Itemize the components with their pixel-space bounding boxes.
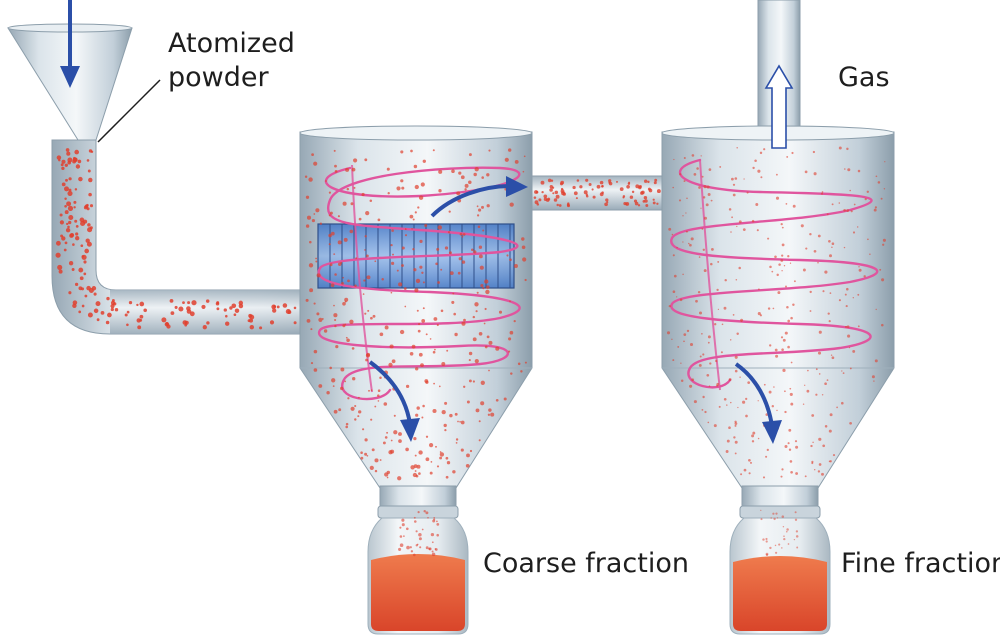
fine-classifier-outlet-neck [741, 485, 819, 507]
atomized-powder-leader-line [97, 79, 161, 143]
transfer-arrow [430, 176, 528, 218]
inlet-particles [55, 148, 297, 330]
coarse-bottle-falling-particles [398, 509, 440, 557]
fine-classifier-body [661, 125, 895, 489]
connecting-pipe-particles [533, 178, 661, 208]
feed-arrow [60, 0, 80, 88]
coarse-classifier-particles [304, 148, 527, 481]
fine-classifier-particles [666, 146, 886, 479]
fine-swirl-path [670, 158, 879, 391]
fine-fraction-label: Fine fraction [841, 548, 1000, 579]
atomized-powder-label-line2: powder [168, 62, 269, 93]
coarse-classifier-body [299, 125, 533, 489]
coarse-fraction-label: Coarse fraction [483, 548, 689, 579]
coarse-collection-bottle [367, 505, 469, 635]
gas-outlet-arrow [764, 64, 794, 149]
coarse-drop-arrow [368, 360, 420, 442]
coarse-classifier-outlet-neck [379, 485, 457, 507]
atomized-powder-label-line1: Atomized [168, 28, 295, 59]
fine-bottle-falling-particles [760, 509, 799, 556]
fine-drop-arrow [734, 362, 782, 444]
gas-label: Gas [838, 62, 890, 93]
inlet-pipe [51, 139, 301, 335]
fine-collection-bottle [729, 505, 831, 635]
coarse-swirl-path [317, 164, 521, 401]
